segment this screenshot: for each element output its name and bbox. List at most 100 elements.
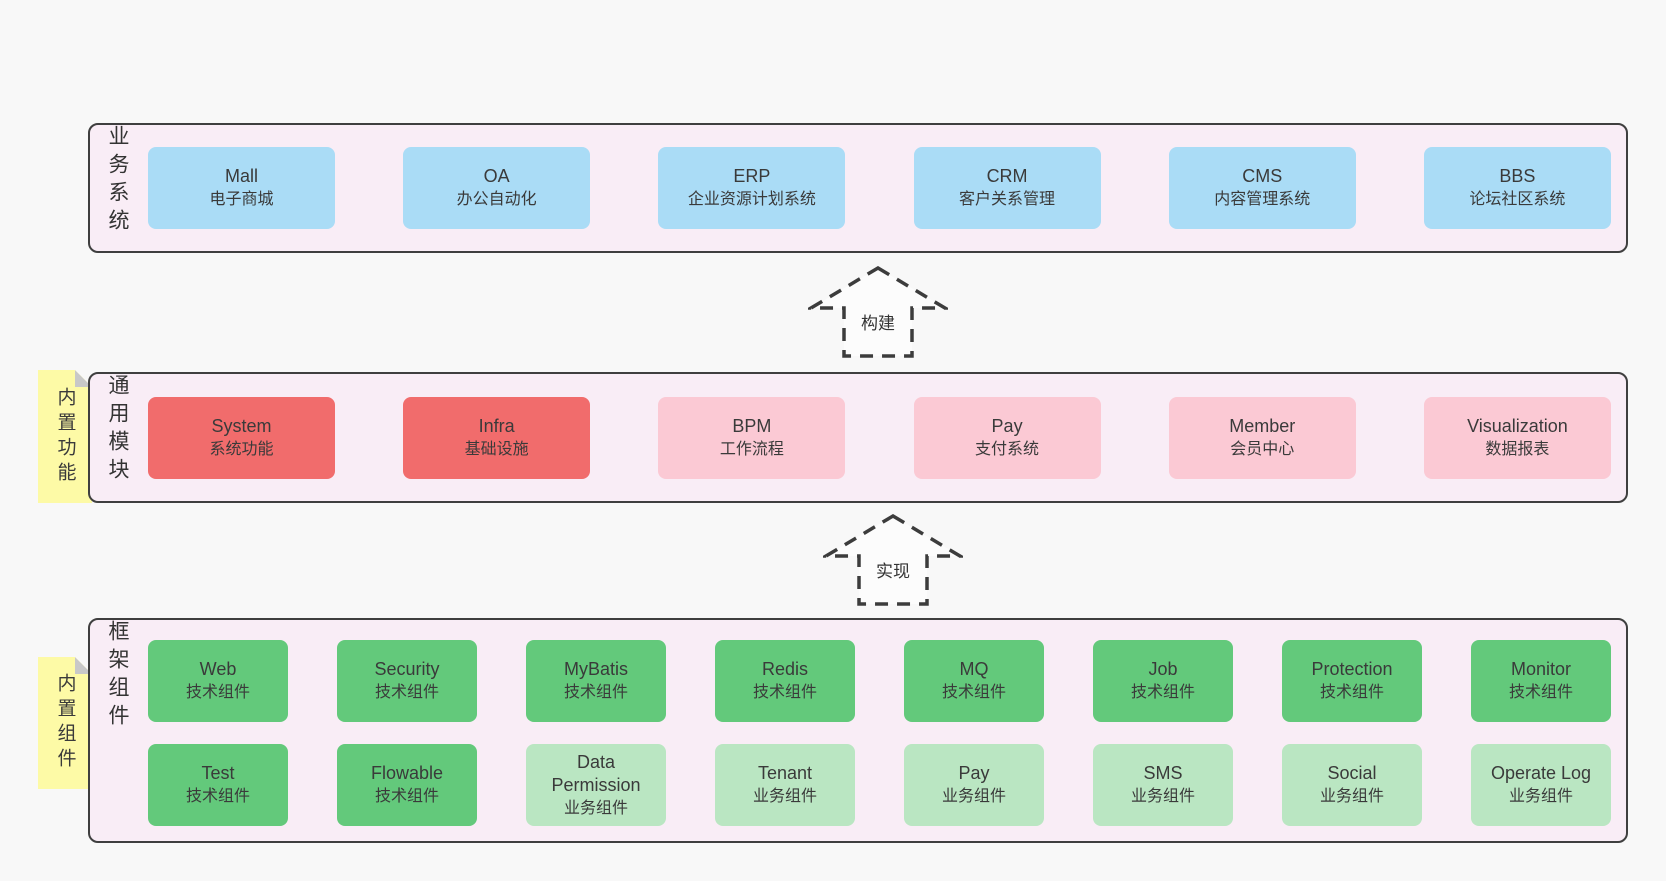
box-test: Test 技术组件 (148, 744, 288, 826)
box-title: Pay (958, 763, 990, 783)
box-subtitle: 技术组件 (563, 684, 628, 701)
box-title: ERP (733, 166, 771, 186)
box-title: Infra (478, 415, 515, 436)
box-tenant: Tenant 业务组件 (715, 744, 855, 826)
layer-business-systems: 业务系统 Mall 电子商城 OA 办公自动化 ERP 企业资源计划系统 CRM 客户关系管理… (88, 123, 1628, 253)
box-title: Tenant (757, 763, 813, 783)
box-subtitle: 业务组件 (1508, 788, 1573, 805)
box-crm: CRM 客户关系管理 (913, 147, 1101, 229)
build-arrow: 构建 (808, 266, 948, 358)
box-subtitle: 技术组件 (1319, 684, 1384, 701)
box-subtitle: 技术组件 (1508, 684, 1573, 701)
box-visualization: Visualization 数据报表 (1423, 396, 1611, 479)
box-subtitle: 企业资源计划系统 (687, 191, 816, 208)
box-subtitle: 论坛社区系统 (1469, 191, 1566, 208)
box-title: MQ (959, 659, 989, 679)
box-title: Flowable (370, 763, 444, 783)
box-subtitle: 内容管理系统 (1214, 191, 1311, 208)
box-title: Member (1229, 415, 1296, 436)
box-title: System (211, 415, 272, 436)
box-web: Web 技术组件 (148, 640, 288, 722)
box-title: Visualization (1467, 415, 1568, 436)
box-member: Member 会员中心 (1168, 396, 1356, 479)
box-title: Test (201, 763, 235, 783)
box-title: BBS (1499, 166, 1536, 186)
box-bpm: BPM 工作流程 (658, 396, 846, 479)
box-cms: CMS 内容管理系统 (1168, 147, 1356, 229)
box-title: MyBatis (563, 659, 628, 679)
box-title: Job (1148, 659, 1178, 679)
sticky-note-built-in-components: 内置组件 (38, 657, 92, 789)
box-subtitle: 业务组件 (941, 788, 1006, 805)
box-erp: ERP 企业资源计划系统 (658, 147, 846, 229)
box-protection: Protection 技术组件 (1282, 640, 1422, 722)
common-module-boxes: System 系统功能 Infra 基础设施 BPM 工作流程 Pay 支付系统 Member 会… (148, 374, 1611, 501)
box-bbs: BBS 论坛社区系统 (1423, 147, 1611, 229)
box-subtitle: 会员中心 (1230, 440, 1295, 458)
layer-label-framework-components: 框架组件 (106, 620, 129, 732)
sticky-note-text: 内置功能 (54, 386, 76, 487)
box-job: Job 技术组件 (1093, 640, 1233, 722)
box-subtitle: 业务组件 (752, 788, 817, 805)
box-title: CRM (986, 166, 1028, 186)
box-title: SMS (1143, 763, 1183, 783)
box-title: Web (199, 659, 237, 679)
box-sms: SMS 业务组件 (1093, 744, 1233, 826)
box-title: Operate Log (1490, 763, 1592, 783)
box-subtitle: 基础设施 (464, 440, 529, 458)
box-title: Monitor (1510, 659, 1572, 679)
box-mq: MQ 技术组件 (904, 640, 1044, 722)
box-subtitle: 客户关系管理 (959, 191, 1056, 208)
sticky-note-built-in-features: 内置功能 (38, 370, 92, 503)
box-subtitle: 技术组件 (752, 684, 817, 701)
box-pay: Pay 支付系统 (913, 396, 1101, 479)
box-title: Protection (1311, 659, 1393, 679)
implement-arrow: 实现 (823, 514, 963, 606)
box-title: Data Permission (551, 751, 641, 795)
box-title: OA (483, 166, 510, 186)
box-subtitle: 技术组件 (185, 788, 250, 805)
box-security: Security 技术组件 (337, 640, 477, 722)
box-title: Pay (991, 415, 1023, 436)
layer-label-business-systems: 业务系统 (106, 125, 129, 237)
box-subtitle: 技术组件 (941, 684, 1006, 701)
box-subtitle: 系统功能 (209, 440, 274, 458)
layer-label-common-modules: 通用模块 (106, 374, 129, 486)
box-subtitle: 数据报表 (1485, 440, 1550, 458)
sticky-note-text: 内置组件 (54, 673, 76, 773)
box-flowable: Flowable 技术组件 (337, 744, 477, 826)
box-subtitle: 技术组件 (374, 788, 439, 805)
box-oa: OA 办公自动化 (403, 147, 591, 229)
box-data-permission: Data Permission 业务组件 (526, 744, 666, 826)
box-subtitle: 业务组件 (1319, 788, 1384, 805)
box-subtitle: 业务组件 (563, 799, 628, 817)
box-subtitle: 技术组件 (1130, 684, 1195, 701)
box-monitor: Monitor 技术组件 (1471, 640, 1611, 722)
box-mall: Mall 电子商城 (148, 147, 335, 229)
box-system: System 系统功能 (148, 396, 335, 479)
box-subtitle: 业务组件 (1130, 788, 1195, 805)
box-operate-log: Operate Log 业务组件 (1471, 744, 1611, 826)
box-title: CMS (1242, 166, 1283, 186)
box-title: BPM (732, 415, 772, 436)
business-system-boxes: Mall 电子商城 OA 办公自动化 ERP 企业资源计划系统 CRM 客户关系管理 CMS 内容… (148, 125, 1611, 251)
box-subtitle: 技术组件 (374, 684, 439, 701)
box-subtitle: 办公自动化 (456, 191, 537, 208)
box-title: Security (374, 659, 440, 679)
build-arrow-label: 构建 (856, 308, 900, 335)
implement-arrow-label: 实现 (871, 556, 915, 583)
box-subtitle: 工作流程 (719, 440, 784, 458)
box-subtitle: 技术组件 (185, 684, 250, 701)
box-subtitle: 支付系统 (975, 440, 1040, 458)
box-subtitle: 电子商城 (209, 191, 274, 208)
layer-common-modules: 通用模块 System 系统功能 Infra 基础设施 BPM 工作流程 Pay 支付系统 Me… (88, 372, 1628, 503)
box-pay: Pay 业务组件 (904, 744, 1044, 826)
box-infra: Infra 基础设施 (403, 396, 591, 479)
box-title: Mall (224, 166, 258, 186)
